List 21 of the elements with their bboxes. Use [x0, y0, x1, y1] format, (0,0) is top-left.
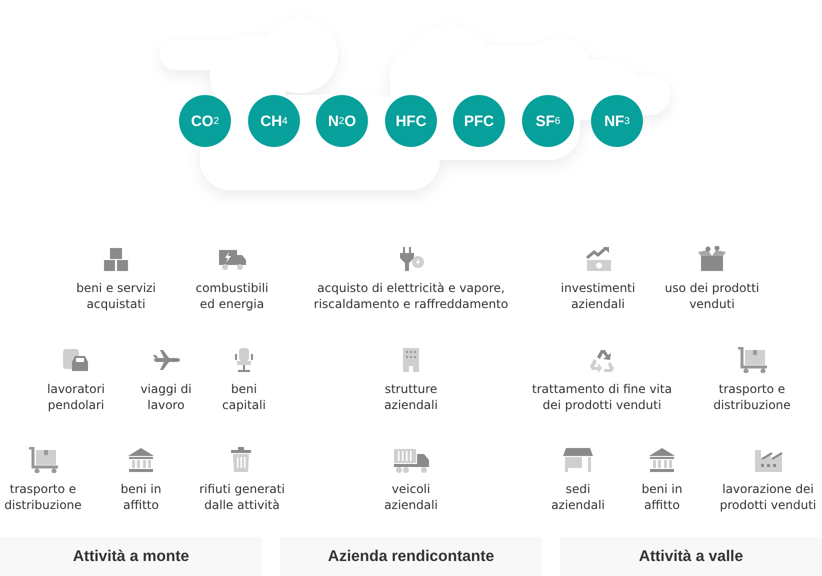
category-label: veicoli aziendali	[383, 481, 439, 513]
category-label: trattamento di fine vita dei prodotti venduti	[531, 381, 673, 413]
category-label: beni capitali	[221, 381, 267, 413]
section-title: Azienda rendicontante	[328, 548, 494, 566]
section-title: Attività a monte	[72, 548, 190, 566]
category-label: uso dei prodotti venduti	[664, 280, 760, 312]
category-label: trasporto e distribuzione	[712, 381, 792, 413]
category-label: rifiuti generati dalle attività	[198, 481, 286, 513]
category-label: lavoratori pendolari	[46, 381, 106, 413]
category-label: strutture aziendali	[383, 381, 439, 413]
category-label: lavorazione dei prodotti venduti	[718, 481, 818, 513]
category-label: investimenti aziendali	[560, 280, 636, 312]
category-label: beni e servizi acquistati	[75, 280, 157, 312]
category-label: viaggi di lavoro	[139, 381, 193, 413]
category-label: beni in affitto	[640, 481, 684, 513]
category-label: sedi aziendali	[550, 481, 606, 513]
category-label: acquisto di elettricità e vapore, riscaldamento e raffreddamento	[312, 280, 510, 312]
category-label: beni in affitto	[120, 481, 162, 513]
category-label: trasporto e distribuzione	[3, 481, 83, 513]
section-title: Attività a valle	[638, 548, 744, 566]
category-label: combustibili ed energia	[194, 280, 270, 312]
